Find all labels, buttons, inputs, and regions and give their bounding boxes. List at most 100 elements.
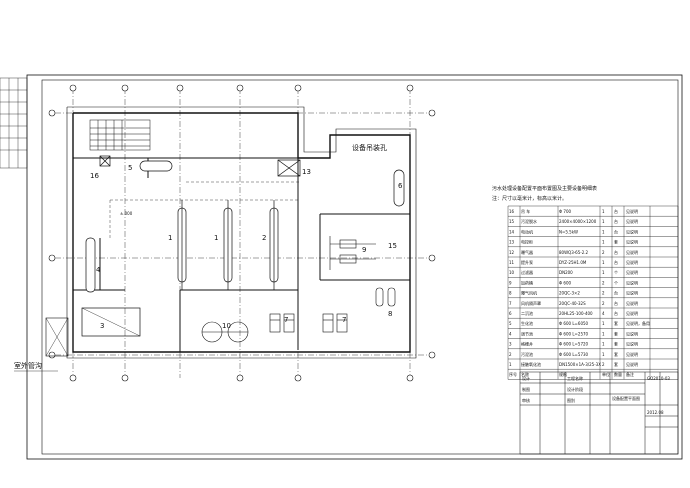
table-cell: 2400×4000×1200 [559, 219, 597, 224]
sheet-border [26, 74, 683, 460]
table-cell: 加药桶 [521, 279, 533, 285]
table-cell: 8 [509, 291, 512, 296]
table-cell: Φ 600 L=2570 [559, 331, 589, 336]
eq-num: 5 [128, 164, 132, 172]
tb-cell: 设计 [522, 375, 530, 381]
label-building: 设备吊装孔 [352, 143, 387, 152]
table-cell: 1 [602, 270, 605, 275]
table-cell: 见说明 [626, 330, 638, 336]
eq-num: 1 [214, 234, 218, 242]
table-cell: 提升泵 [521, 259, 533, 265]
eq-num: 1 [168, 234, 172, 242]
table-title: 污水处理设备配置平面布置图及主要设备明细表 [492, 185, 597, 192]
table-cell: 4 [602, 311, 605, 316]
table-cell: 过滤器 [521, 269, 533, 275]
table-cell: 见说明 [626, 259, 638, 265]
table-cell: 1 [602, 240, 605, 245]
table-cell: 10 [509, 270, 515, 275]
table-cell: 见说明 [626, 290, 638, 296]
table-cell: 见说明 [626, 239, 638, 245]
table-header: 数量 [614, 371, 622, 377]
table-cell: DN1500×1A-3/25-3X [559, 362, 601, 367]
blowers-7 [269, 313, 348, 333]
filters-10 [201, 321, 249, 343]
tank-4 [85, 237, 96, 293]
table-cell: 见说明 [626, 300, 638, 306]
eq-num: 2 [262, 234, 266, 242]
tb-date: 2012.08 [647, 410, 664, 415]
table-cell: 6 [509, 311, 512, 316]
table-cell: 见说明，备用 [626, 320, 650, 326]
table-cell: 2 [602, 301, 605, 306]
table-cell: DN200 [559, 270, 573, 275]
table-cell: 套 [614, 351, 618, 357]
table-cell: 2 [602, 250, 605, 255]
eq-num: 16 [90, 172, 99, 180]
tb-drawing-no: GO2010-03 [647, 376, 670, 381]
table-cell: 个 [614, 280, 618, 285]
table-cell: Φ 600 [559, 280, 572, 285]
table-cell: 风机隔声罩 [521, 300, 541, 306]
tb-cell: 制图 [522, 386, 530, 392]
table-cell: N=5.5kW [559, 229, 578, 234]
label-pipe-well: 室外管沟 [14, 361, 42, 370]
table-cell: 电动机 [521, 228, 533, 234]
table-cell: 吊 车 [521, 208, 530, 214]
tb-cell: 图别 [567, 397, 575, 403]
table-cell: Φ 700 [559, 209, 572, 214]
table-cell: 见说明 [626, 341, 638, 347]
title-block-text: 设计 制图 审核 工程名称 设计阶段 图别 设备配置平面图 GO2010-03 … [522, 375, 670, 415]
table-cell: 台 [614, 228, 618, 234]
table-header: 名称 [521, 371, 529, 377]
tank-6 [393, 169, 405, 207]
table-cell: 套 [614, 361, 618, 367]
tb-project: 设备配置平面图 [612, 395, 640, 401]
partitions [73, 157, 410, 352]
table-cell: DYZ-25H1.0M [559, 260, 587, 265]
table-cell: 15 [509, 219, 515, 224]
tanks-8 [375, 287, 396, 307]
tb-cell: 工程名称 [567, 375, 583, 381]
margin-stamp [0, 77, 28, 169]
table-cell: 3 [509, 342, 512, 347]
table-cell: 1 [602, 260, 605, 265]
table-cell: 2 [602, 362, 605, 367]
table-cell: 1 [602, 342, 605, 347]
table-cell: 80WQ3-65-2.2 [559, 250, 589, 255]
table-cell: 9 [509, 280, 512, 285]
table-cell: 污泥池 [521, 351, 533, 357]
table-cell: 20QC-3×2 [559, 291, 580, 296]
table-header: 备注 [626, 371, 634, 377]
table-header: 序号 [509, 371, 517, 377]
table-cell: 1 [602, 209, 605, 214]
table-cell: 见说明 [626, 228, 638, 234]
eq-num: 7 [342, 316, 346, 324]
table-cell: 接触氧化池 [521, 361, 541, 367]
table-cell: 个 [614, 270, 618, 275]
table-cell: 曝气器 [521, 249, 533, 255]
table-cell: 曝气风机 [521, 290, 537, 296]
table-cell: 台 [614, 300, 618, 306]
table-cell: Φ 600 L=5720 [559, 342, 589, 347]
grid-axes [55, 88, 430, 378]
table-cell: 见说明 [626, 361, 638, 367]
table-cell: 12 [509, 250, 515, 255]
eq-num: 10 [222, 322, 231, 330]
title-block [519, 371, 679, 455]
table-cell: 见说明 [626, 208, 638, 214]
table-cell: 7 [509, 301, 512, 306]
table-cell: 污泥脱水 [521, 218, 537, 224]
table-cell: 台 [614, 290, 618, 296]
label-level: ±.000 [120, 211, 133, 216]
table-cell: Φ 600 L=5730 [559, 352, 589, 357]
table-cell: 生化池 [521, 320, 533, 326]
table-cell: 20QC-40-32S [559, 301, 586, 306]
dosing-9 [329, 236, 376, 270]
table-cell: 16 [509, 209, 515, 214]
eq-num: 3 [100, 322, 104, 330]
table-cell: 电控柜 [521, 239, 533, 245]
table-cell: 1 [509, 362, 512, 367]
table-cell: 见说明 [626, 351, 638, 357]
